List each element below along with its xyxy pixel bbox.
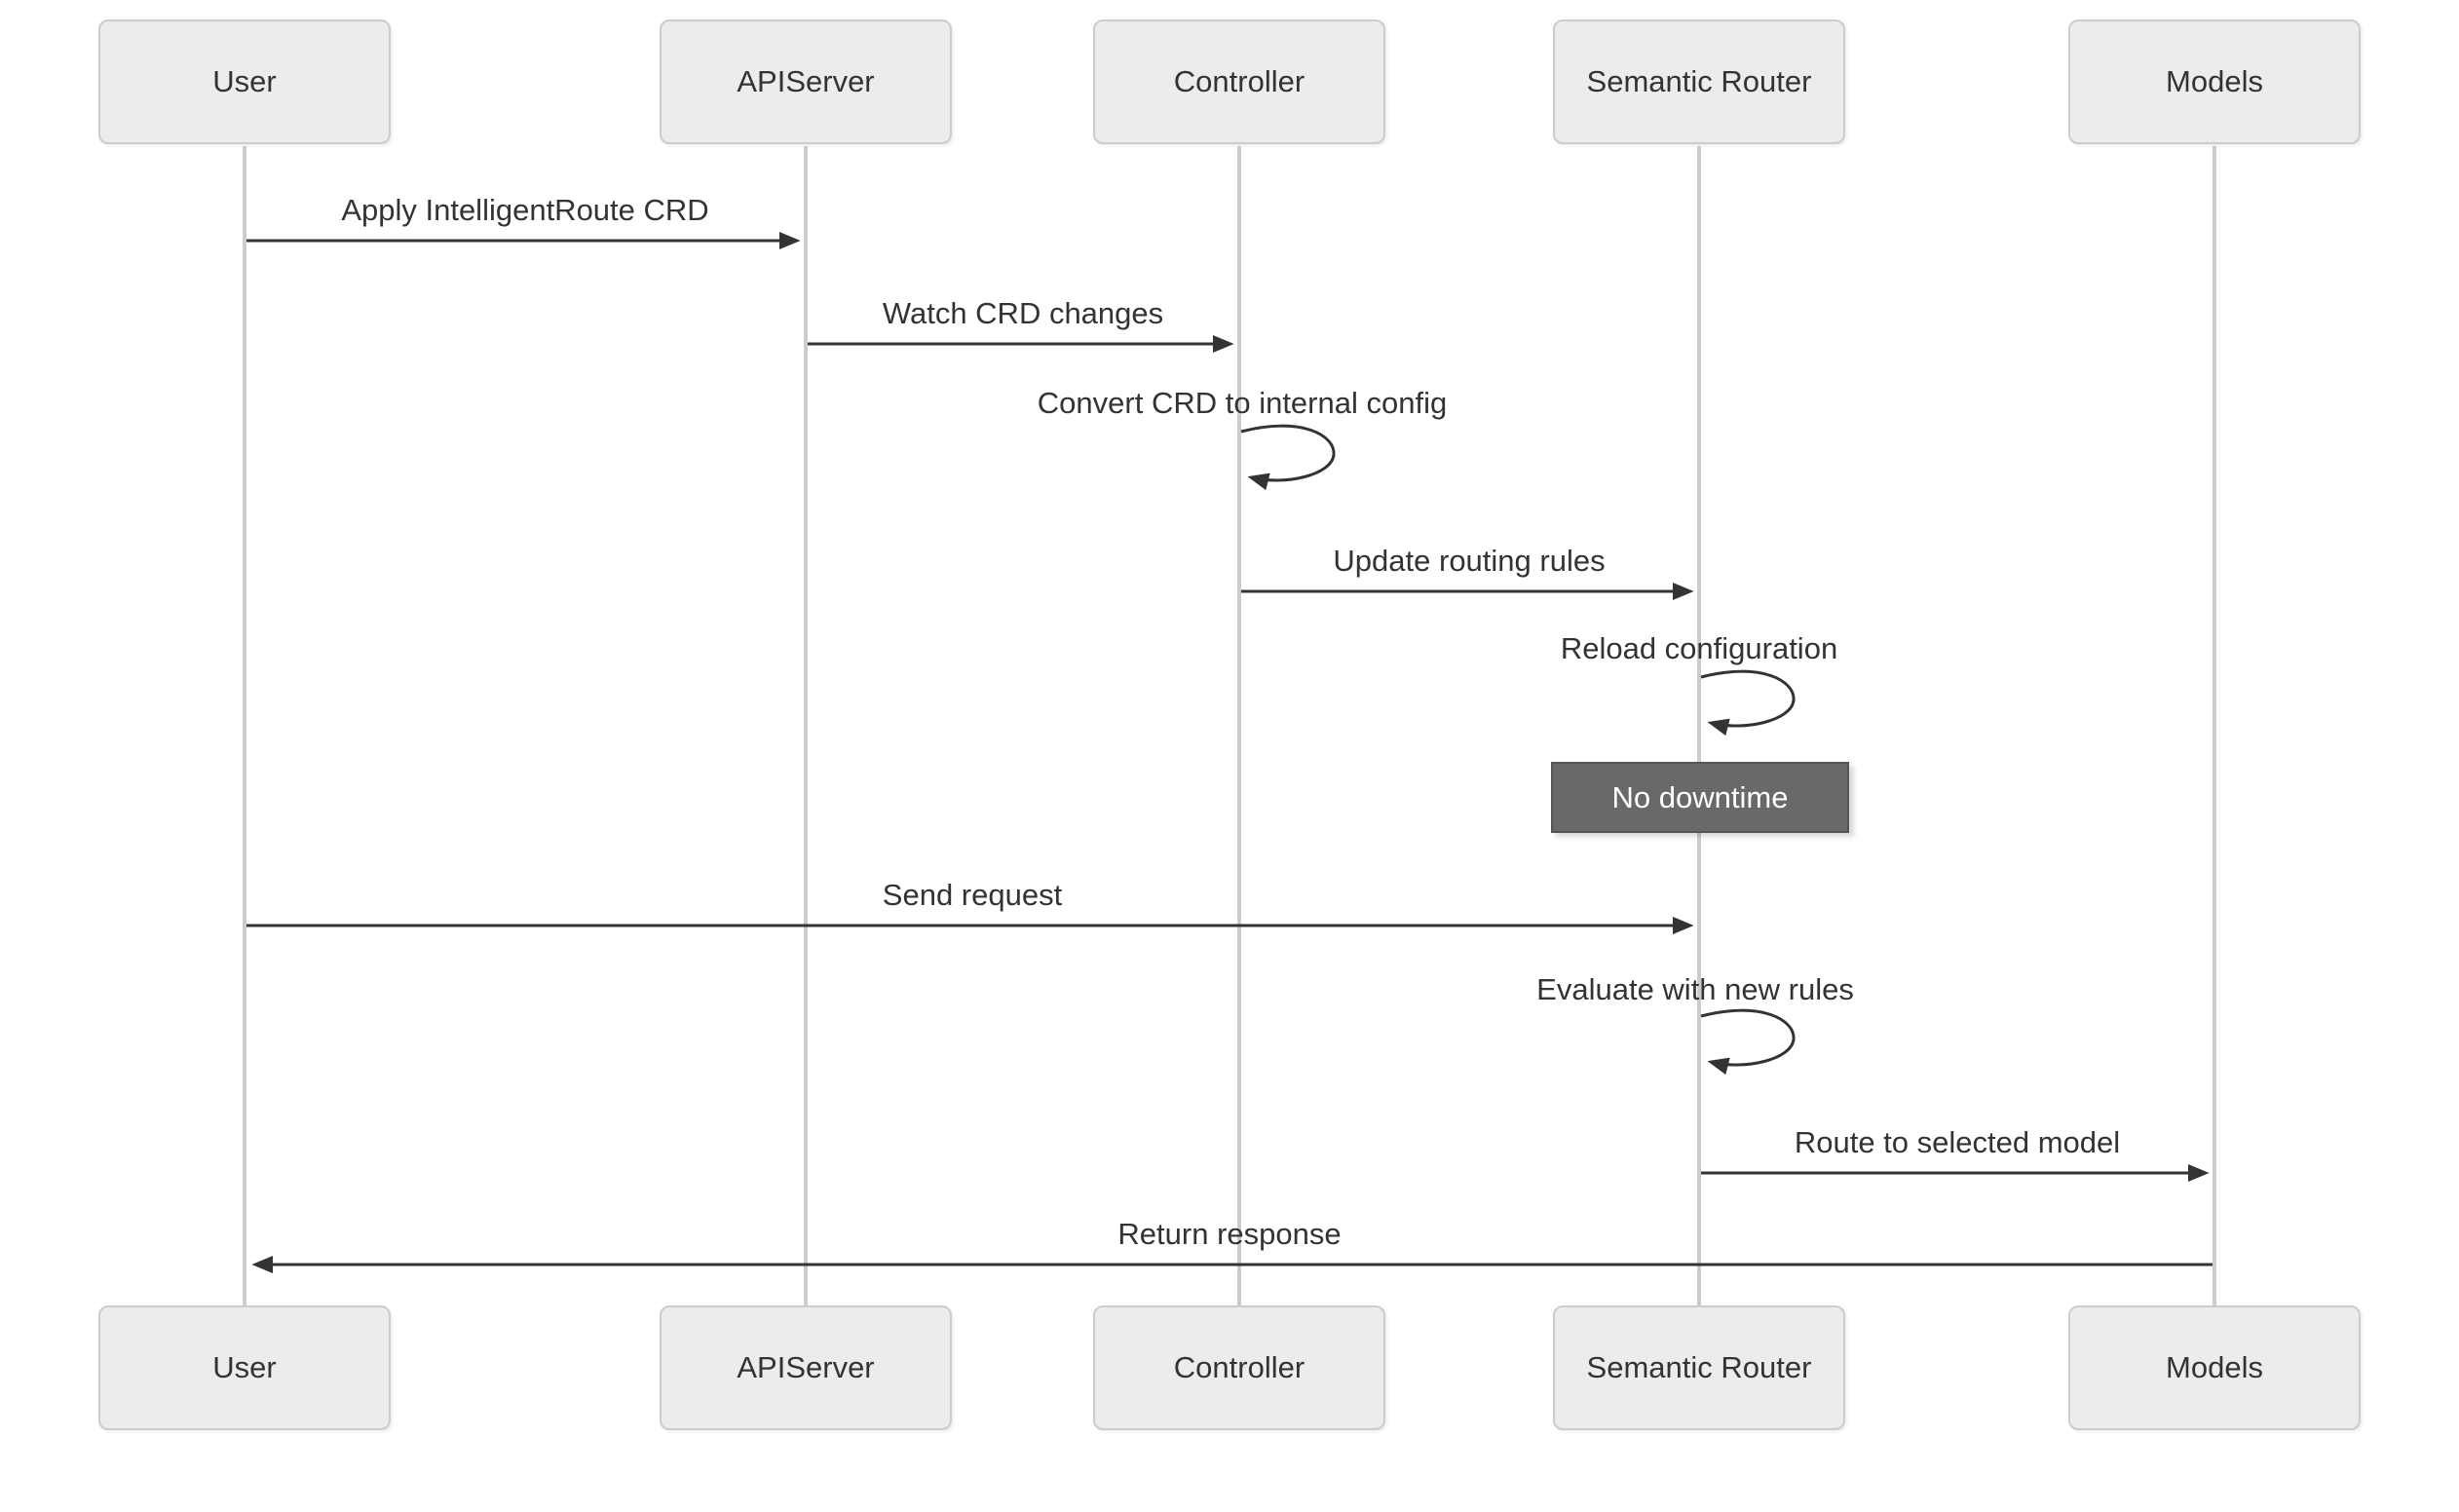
- message-label-return-response: Return response: [1117, 1217, 1342, 1251]
- actor-bottom-controller: Controller: [1093, 1305, 1385, 1430]
- actor-label: APIServer: [737, 1350, 875, 1384]
- actor-top-semantic-router: Semantic Router: [1553, 19, 1845, 144]
- message-label-reload-configuration: Reload configuration: [1560, 631, 1838, 665]
- actor-label: Models: [2166, 1350, 2263, 1384]
- actor-bottom-apiserver: APIServer: [660, 1305, 952, 1430]
- actor-label: Controller: [1173, 1350, 1305, 1384]
- self-loop-reload-configuration: [1700, 669, 1796, 737]
- actor-top-apiserver: APIServer: [660, 19, 952, 144]
- actor-label: APIServer: [737, 64, 875, 98]
- actor-bottom-user: User: [98, 1305, 391, 1430]
- message-label-send-request: Send request: [882, 878, 1063, 912]
- actor-bottom-models: Models: [2068, 1305, 2361, 1430]
- actor-top-controller: Controller: [1093, 19, 1385, 144]
- actor-label: User: [212, 64, 277, 98]
- message-label-watch-crd-changes: Watch CRD changes: [882, 296, 1164, 330]
- actor-top-user: User: [98, 19, 391, 144]
- actor-label: Controller: [1173, 64, 1305, 98]
- actor-label: Models: [2166, 64, 2263, 98]
- message-label-apply-intelligentroute-crd: Apply IntelligentRoute CRD: [341, 193, 709, 227]
- self-loop-evaluate-new-rules: [1700, 1008, 1796, 1076]
- message-label-convert-crd: Convert CRD to internal config: [1037, 386, 1448, 420]
- actor-label: Semantic Router: [1586, 1350, 1812, 1384]
- actor-label: User: [212, 1350, 277, 1384]
- message-label-evaluate-with-new-rules: Evaluate with new rules: [1536, 972, 1854, 1006]
- actor-bottom-semantic-router: Semantic Router: [1553, 1305, 1845, 1430]
- actor-label: Semantic Router: [1586, 64, 1812, 98]
- message-label-update-routing-rules: Update routing rules: [1333, 544, 1606, 578]
- message-label-route-to-selected-model: Route to selected model: [1794, 1125, 2121, 1159]
- self-loop-convert-crd: [1240, 424, 1336, 491]
- actor-top-models: Models: [2068, 19, 2361, 144]
- note-no-downtime: No downtime: [1551, 762, 1849, 833]
